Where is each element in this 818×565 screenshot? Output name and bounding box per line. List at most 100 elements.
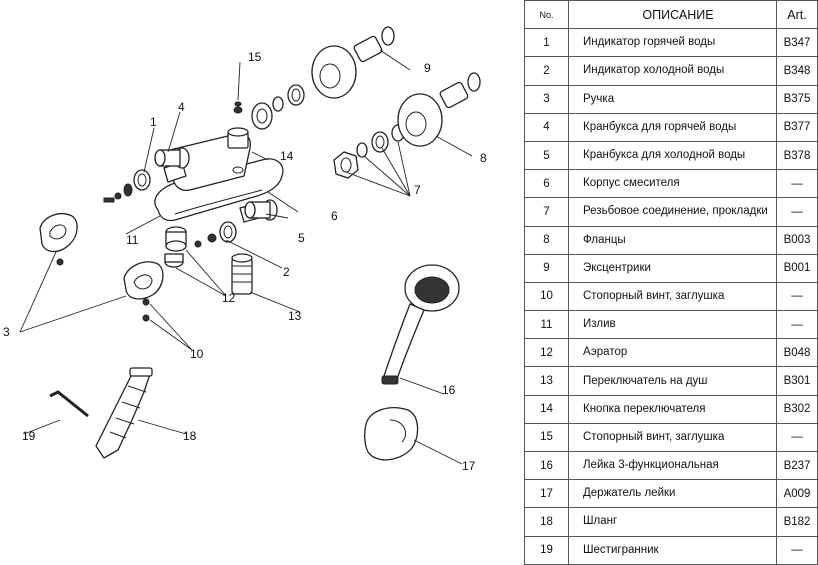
row-art: B003 — [776, 225, 818, 255]
shower-holder — [364, 407, 419, 461]
row-description: Ручка — [568, 84, 777, 114]
header-no: No. — [524, 0, 569, 30]
row-description: Резьбовое соединение, прокладки — [568, 197, 777, 227]
callout-16: 16 — [442, 383, 456, 397]
row-art: B378 — [776, 140, 818, 171]
connectors-gaskets — [251, 84, 405, 179]
row-no: 18 — [524, 507, 569, 537]
row-description: Кранбукса для холодной воды — [568, 140, 777, 171]
row-art: — — [776, 169, 818, 199]
aerator — [164, 226, 187, 268]
row-art: A009 — [776, 479, 818, 509]
row-art: B302 — [776, 394, 818, 424]
callout-8: 8 — [480, 151, 487, 165]
callout-11: 11 — [126, 233, 139, 247]
diverter-knob — [227, 101, 249, 149]
header-description: ОПИСАНИЕ — [568, 0, 777, 30]
row-art: — — [776, 197, 818, 227]
callout-labels: 1 2 3 4 5 6 7 8 9 10 11 12 13 14 15 16 1… — [3, 50, 487, 473]
row-description: Переключатель на душ — [568, 366, 777, 396]
eccentrics — [353, 26, 481, 109]
flanges — [311, 45, 443, 147]
row-no: 16 — [524, 450, 569, 481]
row-no: 14 — [524, 394, 569, 424]
row-no: 15 — [524, 422, 569, 453]
row-no: 19 — [524, 535, 569, 565]
row-no: 10 — [524, 281, 569, 312]
row-description: Лейка 3-функциональная — [568, 450, 777, 481]
callout-18: 18 — [183, 429, 197, 443]
callout-13: 13 — [288, 309, 302, 323]
row-no: 11 — [524, 310, 569, 340]
row-art: B348 — [776, 56, 818, 86]
callout-4: 4 — [178, 100, 185, 114]
row-art: — — [776, 281, 818, 312]
handles — [39, 213, 164, 322]
row-description: Стопорный винт, заглушка — [568, 281, 777, 312]
row-description: Эксцентрики — [568, 253, 777, 283]
row-description: Стопорный винт, заглушка — [568, 422, 777, 453]
row-description: Аэратор — [568, 338, 777, 368]
header-art: Art. — [776, 0, 818, 30]
row-art: B001 — [776, 253, 818, 283]
hex-key — [49, 390, 89, 418]
row-description: Фланцы — [568, 225, 777, 255]
hot-cartridge — [154, 147, 190, 169]
callout-14: 14 — [280, 149, 294, 163]
row-no: 3 — [524, 84, 569, 114]
exploded-view-diagram: 1 2 3 4 5 6 7 8 9 10 11 12 13 14 15 16 1… — [3, 26, 487, 473]
row-no: 2 — [524, 56, 569, 86]
callout-2: 2 — [283, 265, 290, 279]
hot-indicator — [103, 169, 151, 203]
parts-table-header: No. ОПИСАНИЕ Art. — [524, 0, 818, 30]
callout-6: 6 — [331, 209, 338, 223]
callout-10: 10 — [190, 347, 204, 361]
row-no: 9 — [524, 253, 569, 283]
row-no: 12 — [524, 338, 569, 368]
row-description: Излив — [568, 310, 777, 340]
row-description: Шестигранник — [568, 535, 777, 565]
row-description: Держатель лейки — [568, 479, 777, 509]
row-art: B237 — [776, 450, 818, 481]
row-art: B375 — [776, 84, 818, 114]
leader-lines — [19, 49, 473, 465]
callout-7: 7 — [414, 183, 421, 197]
callout-9: 9 — [424, 61, 431, 75]
shower-hose — [95, 367, 153, 459]
row-art: B182 — [776, 507, 818, 537]
row-art: — — [776, 422, 818, 453]
callout-12: 12 — [222, 291, 236, 305]
row-description: Корпус смесителя — [568, 169, 777, 199]
row-no: 7 — [524, 197, 569, 227]
callout-17: 17 — [462, 459, 476, 473]
callout-15: 15 — [248, 50, 262, 64]
row-no: 5 — [524, 140, 569, 171]
callout-3: 3 — [3, 325, 10, 339]
row-description: Кнопка переключателя — [568, 394, 777, 424]
callout-5: 5 — [298, 231, 305, 245]
row-description: Индикатор холодной воды — [568, 56, 777, 86]
row-no: 6 — [524, 169, 569, 199]
row-description: Индикатор горячей воды — [568, 28, 777, 58]
shower-head — [381, 264, 460, 385]
row-art: — — [776, 535, 818, 565]
row-description: Шланг — [568, 507, 777, 537]
callout-19: 19 — [22, 429, 36, 443]
